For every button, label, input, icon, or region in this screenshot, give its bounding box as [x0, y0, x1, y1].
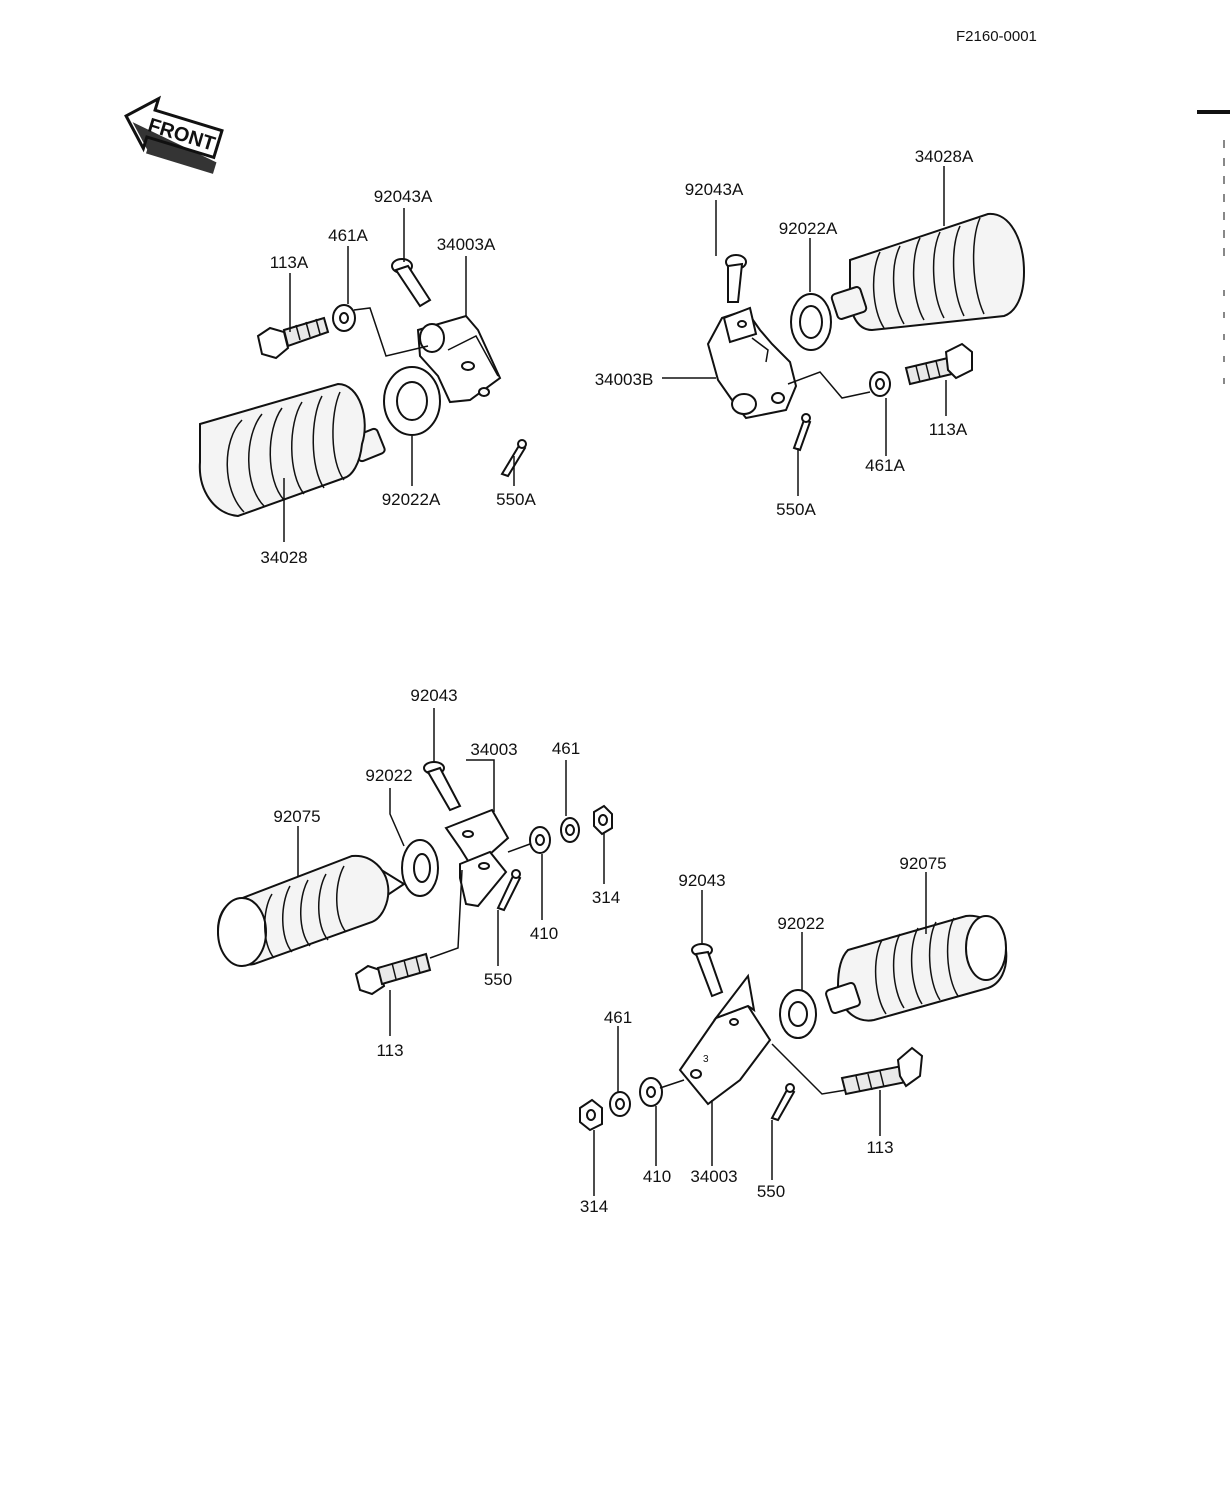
pin-part	[423, 761, 462, 812]
label-washer: 461	[552, 739, 580, 758]
pin-part	[725, 254, 747, 303]
label-plain-washer: 410	[530, 924, 558, 943]
label-bracket: 34003B	[595, 370, 654, 389]
bracket-part: 3	[678, 973, 772, 1106]
bracket-part	[416, 314, 502, 404]
front-arrow-icon: FRONT	[124, 95, 224, 174]
bolt-part	[256, 316, 330, 360]
label-nut: 314	[592, 888, 620, 907]
label-pin: 92043	[410, 686, 457, 705]
label-cotter-pin: 550A	[776, 500, 816, 519]
group-bottom-right: 3 92043 9202	[579, 854, 1008, 1216]
label-footrest: 34028	[260, 548, 307, 567]
label-pin: 92043A	[685, 180, 744, 199]
label-washer: 461A	[865, 456, 905, 475]
pin-part	[391, 258, 432, 308]
label-pin: 92043A	[374, 187, 433, 206]
cotter-pin-part	[496, 869, 522, 912]
label-flat-washer: 92022	[365, 766, 412, 785]
label-bracket: 34003A	[437, 235, 496, 254]
bracket-part	[706, 306, 798, 420]
cotter-pin-part	[792, 413, 812, 452]
label-cotter-pin: 550A	[496, 490, 536, 509]
label-nut: 314	[580, 1197, 608, 1216]
footrest-part	[830, 212, 1026, 332]
label-flat-washer: 92022A	[779, 219, 838, 238]
pin-part	[691, 943, 724, 998]
label-footrest: 92075	[899, 854, 946, 873]
label-cotter-pin: 550	[757, 1182, 785, 1201]
footrest-part	[216, 854, 406, 967]
label-washer: 461	[604, 1008, 632, 1027]
figure-id: F2160-0001	[956, 28, 1037, 45]
label-bolt: 113	[866, 1138, 893, 1157]
bolt-part	[354, 952, 432, 996]
label-bracket: 34003	[470, 740, 517, 759]
group-bottom-left: 92043 92022 92075 34003 461 314 410 550 …	[216, 686, 620, 1060]
label-flat-washer: 92022A	[382, 490, 441, 509]
footrest-part	[825, 914, 1008, 1022]
cotter-pin-part	[770, 1083, 796, 1122]
label-footrest: 34028A	[915, 147, 974, 166]
svg-text:3: 3	[703, 1054, 709, 1065]
label-bolt: 113	[376, 1041, 403, 1060]
bolt-part	[904, 342, 973, 386]
label-bolt: 113A	[270, 253, 309, 272]
label-bolt: 113A	[929, 420, 968, 439]
label-bracket: 34003	[690, 1167, 737, 1186]
label-cotter-pin: 550	[484, 970, 512, 989]
label-plain-washer: 410	[643, 1167, 671, 1186]
label-washer: 461A	[328, 226, 368, 245]
footrest-part	[198, 382, 386, 518]
label-footrest: 92075	[273, 807, 320, 826]
label-pin: 92043	[678, 871, 725, 890]
label-flat-washer: 92022	[777, 914, 824, 933]
page-edge-marks	[1197, 110, 1230, 400]
bolt-part	[840, 1046, 924, 1096]
group-top-left: 113A 461A 92043A 34003A 92022A 550A 3402…	[198, 187, 537, 567]
bracket-part	[444, 808, 510, 908]
group-top-right: 92043A 92022A 34028A 34003B 461A 113A 55…	[595, 147, 1026, 519]
